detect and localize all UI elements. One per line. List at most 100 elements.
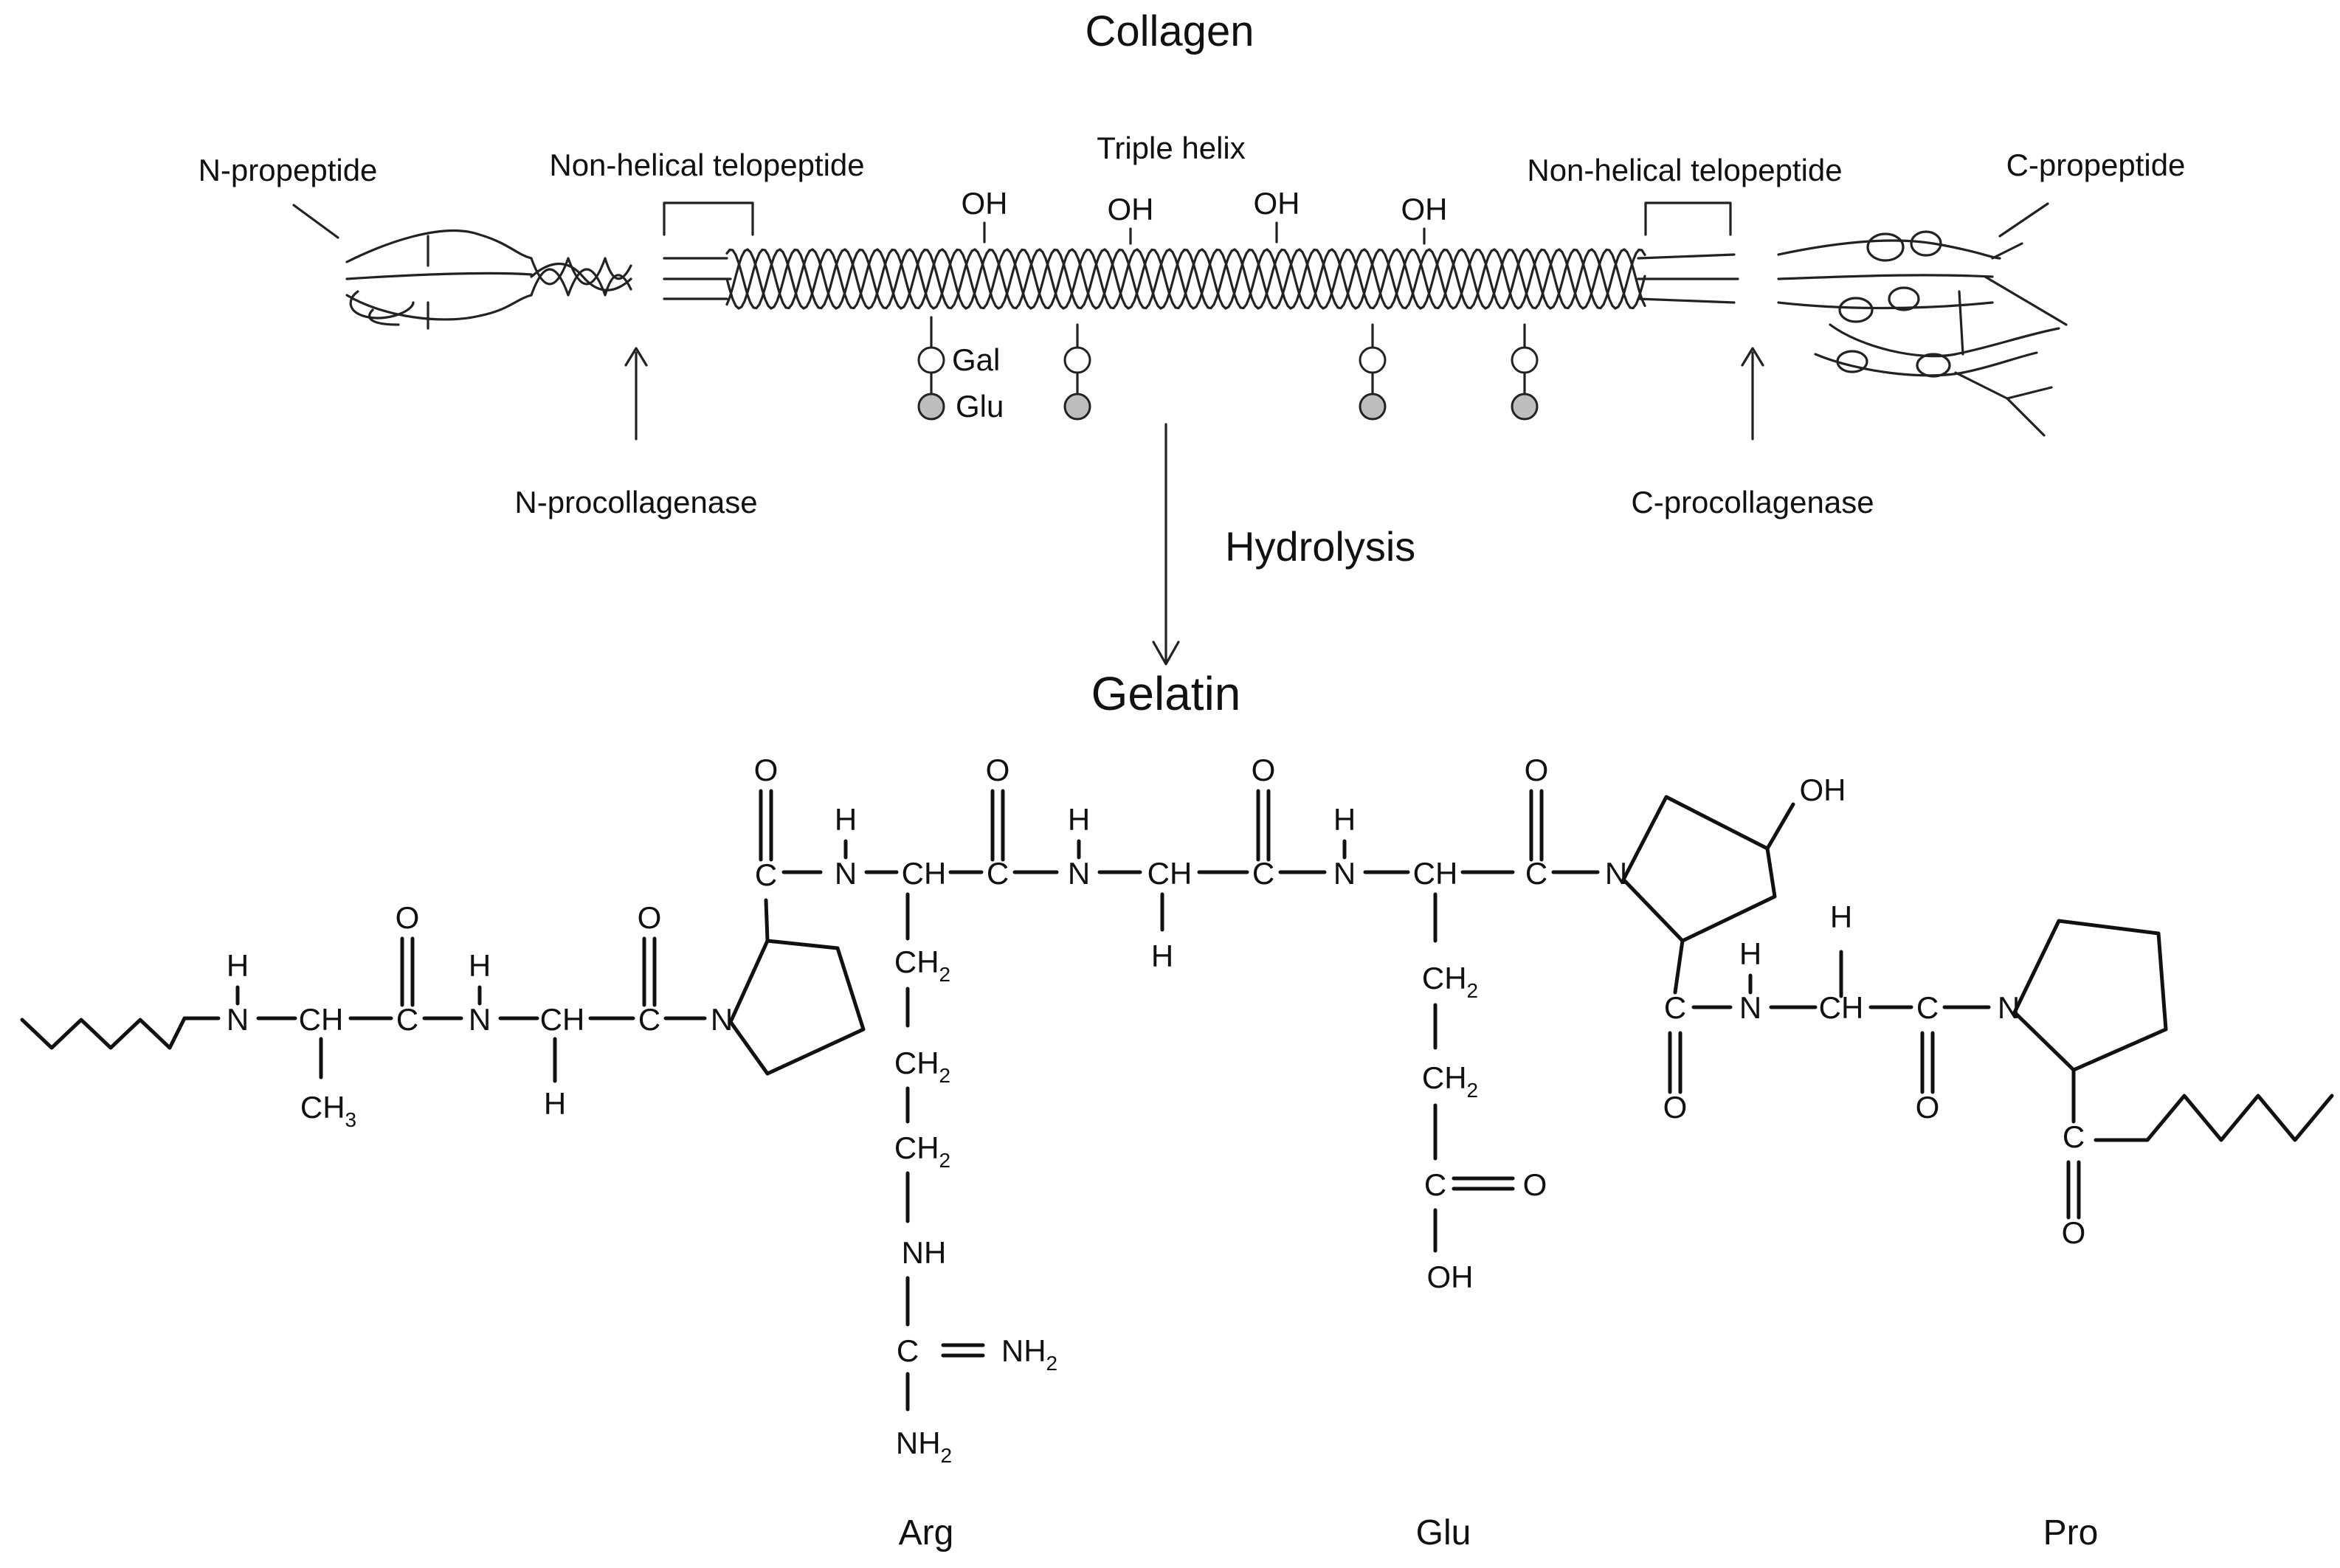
atom-h: H [1739,936,1761,971]
atom-subscript: 2 [939,1149,951,1172]
hydroxyl-label: OH [1254,186,1300,221]
atom-h: H [469,948,491,983]
atom-h: H [544,1086,566,1121]
hydroxyl-label: OH [962,186,1008,221]
c-propeptide-leader [1998,202,2049,238]
atom-o: O [1663,1090,1688,1125]
c-procollagenase-arrow [1741,347,1764,441]
atom-c: C [897,1333,919,1368]
atom-ch: CH [1147,856,1193,891]
glycosylation-site [1511,323,1539,421]
pyrrolidine-ring [1621,795,1777,943]
atom-subscript: 2 [939,1064,951,1087]
atom-subscript: 2 [939,963,951,986]
atom-ch3: CH3 [300,1090,356,1131]
atom-o: O [1525,753,1549,787]
atom-subscript: 2 [1467,979,1479,1002]
atom-o: O [986,753,1010,787]
triple-helix-label: Triple helix [1097,131,1246,165]
atom-h: H [1830,899,1852,934]
atom-subscript: 3 [345,1108,357,1131]
atom-o: O [2062,1215,2086,1250]
atom-n: N [469,1002,491,1037]
atom-c: C [638,1002,660,1037]
glycosylation-site: Gal Glu [917,316,1004,424]
atom-c: C [2063,1119,2085,1154]
atom-n: N [711,1002,733,1037]
atom-oh: OH [1427,1260,1474,1294]
pyrrolidine-ring [2012,919,2168,1072]
atom-ch: CH [540,1002,585,1037]
atom-n: N [1068,856,1090,891]
n-short-helix [530,257,632,297]
helix-strand [725,248,1646,310]
atom-n: N [1605,856,1627,891]
hydroxyl-groups: OH OH OH OH [962,186,1448,245]
alkyl-chain [2094,1094,2334,1142]
atom-h: H [1151,939,1173,973]
telopeptide-right-strands [1637,253,1739,304]
telopeptide-left-bracket [663,201,754,236]
bond [1673,939,1685,995]
atom-o: O [754,753,779,787]
hydrolysis-arrow [1152,423,1180,666]
atom-o: O [1523,1167,1547,1202]
atom-n: N [835,856,857,891]
collagen-title: Collagen [1086,7,1254,55]
c-procollagenase-label: C-procollagenase [1631,485,1874,519]
residue-label-glu: Glu [1416,1513,1471,1553]
atom-c: C [396,1002,418,1037]
bond [764,898,770,943]
gal-label: Gal [952,342,1000,377]
glu-sugar-label: Glu [956,389,1004,424]
atom-c: C [1525,856,1547,891]
bond [1765,802,1795,851]
atom-oh: OH [1800,773,1846,807]
atom-c: C [1916,990,1939,1025]
atom-h: H [227,948,249,983]
atom-ch: CH [902,856,947,891]
atom-ch2: CH2 [1422,961,1478,1002]
atom-o: O [396,900,420,935]
hydrolysis-label: Hydrolysis [1225,523,1415,570]
atom-subscript: 2 [1046,1352,1058,1375]
atom-c: C [1424,1167,1446,1202]
atom-o: O [1916,1090,1940,1125]
glycosylation-sites: Gal Glu [917,316,1539,424]
n-propeptide-structure [345,229,533,330]
atom-o: O [1252,753,1276,787]
atom-ch2: CH2 [894,944,950,986]
n-procollagenase-label: N-procollagenase [514,485,757,519]
atom-nh: NH [902,1235,947,1270]
atom-nh2: NH2 [896,1426,952,1467]
glycosylation-site [1063,323,1091,421]
atom-c: C [1252,856,1274,891]
atom-nh2: NH2 [1001,1333,1057,1375]
pyrrolidine-ring [728,939,866,1076]
telopeptide-left-label: Non-helical telopeptide [549,148,864,182]
atom-c: C [987,856,1009,891]
telopeptide-right-bracket [1644,201,1732,236]
atom-n: N [227,1002,249,1037]
n-procollagenase-arrow [624,347,648,441]
telopeptide-left-strands [663,257,732,300]
atom-n: N [1333,856,1356,891]
helix-strand [725,248,1646,310]
c-propeptide-label: C-propeptide [2006,148,2186,182]
atom-ch: CH [1413,856,1458,891]
atom-h: H [1068,802,1090,837]
atom-ch2: CH2 [894,1046,950,1087]
atom-o: O [638,900,662,935]
hydroxyl-label: OH [1108,192,1154,227]
residue-label-arg: Arg [899,1513,954,1553]
residue-label-pro: Pro [2043,1513,2099,1553]
atom-n: N [1739,990,1761,1025]
atom-ch: CH [299,1002,344,1037]
atom-subscript: 2 [1467,1079,1479,1102]
atom-ch2: CH2 [894,1130,950,1172]
triple-helix [725,248,1646,310]
atom-subscript: 2 [941,1444,953,1467]
glycosylation-site [1359,323,1387,421]
